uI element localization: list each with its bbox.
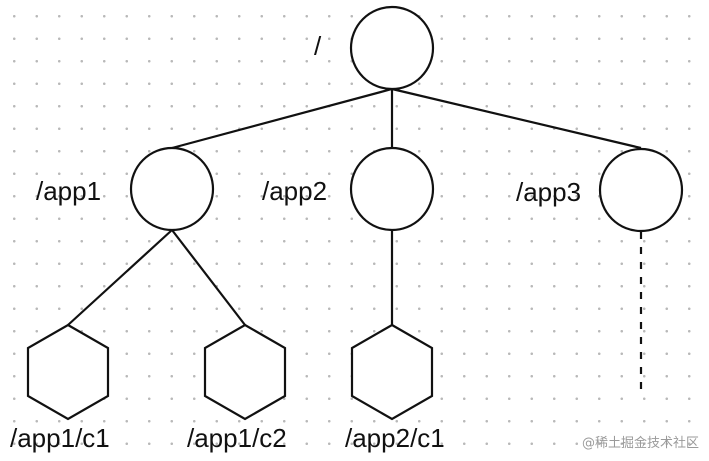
app1-c2-label: /app1/c2 <box>187 423 287 453</box>
app3-label: /app3 <box>516 177 582 207</box>
app2-c1-label: /app2/c1 <box>345 423 445 453</box>
app3-node <box>598 147 684 233</box>
edge-app1-c2 <box>171 229 246 326</box>
app2-label: /app2 <box>262 176 328 206</box>
root-label: / <box>314 31 322 61</box>
app1-node <box>129 146 215 232</box>
watermark-text: @稀土掘金技术社区 <box>581 436 699 451</box>
edge-root-app3 <box>391 87 642 150</box>
app1-c1-node <box>26 323 110 421</box>
edge-app1-c1 <box>67 229 173 326</box>
app2-c1-node <box>350 323 434 421</box>
app1-label: /app1 <box>36 176 102 206</box>
app1-c1-label: /app1/c1 <box>10 423 110 453</box>
edge-root-app1 <box>171 87 393 150</box>
app2-node <box>349 146 435 232</box>
app1-c2-node <box>203 323 287 421</box>
root-node <box>349 5 435 91</box>
